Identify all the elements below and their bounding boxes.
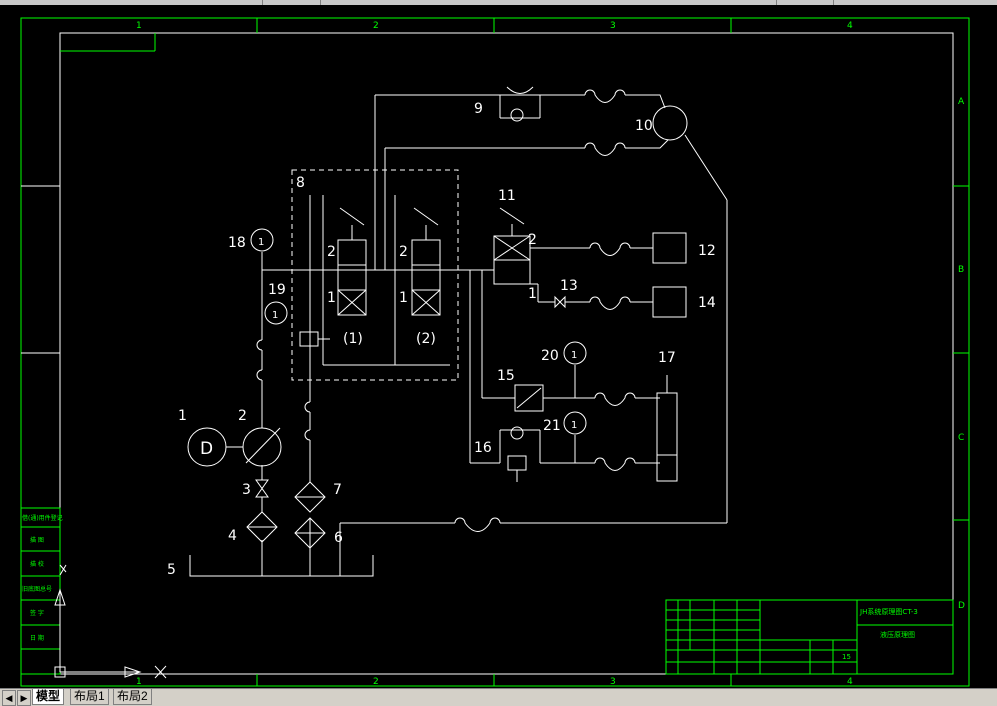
layout-tab-bar: ◀ ▶ 模型 布局1 布局2	[0, 688, 997, 706]
title-drawing-name: JH系统原理图CT-3	[859, 607, 918, 616]
tab-layout2[interactable]: 布局2	[113, 689, 152, 705]
label-6: 6	[334, 530, 343, 546]
label-2: 2	[238, 408, 247, 424]
label-20: 20	[541, 348, 559, 364]
valve1-pos-bottom: 1	[327, 290, 336, 306]
col-label-2b: 2	[373, 677, 379, 687]
row-label-d: D	[958, 601, 965, 611]
label-12: 12	[698, 243, 716, 259]
row-label-b: B	[958, 265, 964, 275]
border-labels: 1 2 3 4 1 2 3 4 A B C D	[136, 21, 965, 687]
sidebar-row-3: 旧底图总号	[22, 585, 52, 593]
toolbar-strip	[0, 0, 997, 5]
title-block	[665, 599, 954, 675]
sidebar-row-2: 描 校	[30, 560, 44, 568]
valve1-caption: (1)	[343, 331, 363, 347]
hydraulic-circuit	[187, 86, 728, 577]
valve2-caption: (2)	[416, 331, 436, 347]
gauge20-symbol: 1	[571, 350, 577, 361]
label-1: 1	[178, 408, 187, 424]
title-subtitle: 液压原理图	[880, 630, 915, 639]
col-label-3b: 3	[610, 677, 616, 687]
sidebar-row-1: 描 图	[30, 536, 44, 544]
col-label-2: 2	[373, 21, 379, 31]
sidebar-row-4: 签 字	[30, 609, 44, 617]
ucs-icon	[54, 564, 167, 679]
sidebar-table	[20, 507, 61, 675]
label-16: 16	[474, 440, 492, 456]
valve11-pos-top: 2	[528, 232, 537, 248]
valve-group-outline	[291, 169, 459, 381]
col-label-4: 4	[847, 21, 853, 31]
sidebar-row-5: 日 期	[30, 634, 44, 642]
label-5: 5	[167, 562, 176, 578]
col-label-3: 3	[610, 21, 616, 31]
gauge19-symbol: 1	[272, 310, 278, 321]
col-label-1b: 1	[136, 677, 142, 687]
label-15: 15	[497, 368, 515, 384]
label-18: 18	[228, 235, 246, 251]
label-8: 8	[296, 175, 305, 191]
label-14: 14	[698, 295, 716, 311]
row-label-c: C	[958, 433, 964, 443]
valve1-pos-top: 2	[327, 244, 336, 260]
first-tab-icon[interactable]: ◀	[2, 690, 16, 706]
sidebar-row-0: 借(通)用件登记	[22, 514, 63, 522]
label-13: 13	[560, 278, 578, 294]
valve2-pos-bottom: 1	[399, 290, 408, 306]
drawing-canvas[interactable]: 1 2 3 4 1 2 3 4 A B C D 借(通)用件登记 描 图 描 校…	[0, 5, 997, 688]
row-label-a: A	[958, 97, 965, 107]
tab-layout1[interactable]: 布局1	[70, 689, 109, 705]
label-21: 21	[543, 418, 561, 434]
col-label-4b: 4	[847, 677, 853, 687]
col-label-1: 1	[136, 21, 142, 31]
drawing-frame	[20, 17, 970, 687]
valve2-pos-top: 2	[399, 244, 408, 260]
tab-model[interactable]: 模型	[32, 689, 65, 705]
label-11: 11	[498, 188, 516, 204]
label-4: 4	[228, 528, 237, 544]
label-9: 9	[474, 101, 483, 117]
label-19: 19	[268, 282, 286, 298]
label-10: 10	[635, 118, 653, 134]
label-17: 17	[658, 350, 676, 366]
motor-symbol: D	[200, 439, 213, 459]
valve11-pos-bottom: 1	[528, 286, 537, 302]
gauge21-symbol: 1	[571, 420, 577, 431]
next-tab-icon[interactable]: ▶	[17, 690, 31, 706]
gauge18-symbol: 1	[258, 237, 264, 248]
label-7: 7	[333, 482, 342, 498]
title-quantity: 15	[842, 653, 851, 661]
label-3: 3	[242, 482, 251, 498]
